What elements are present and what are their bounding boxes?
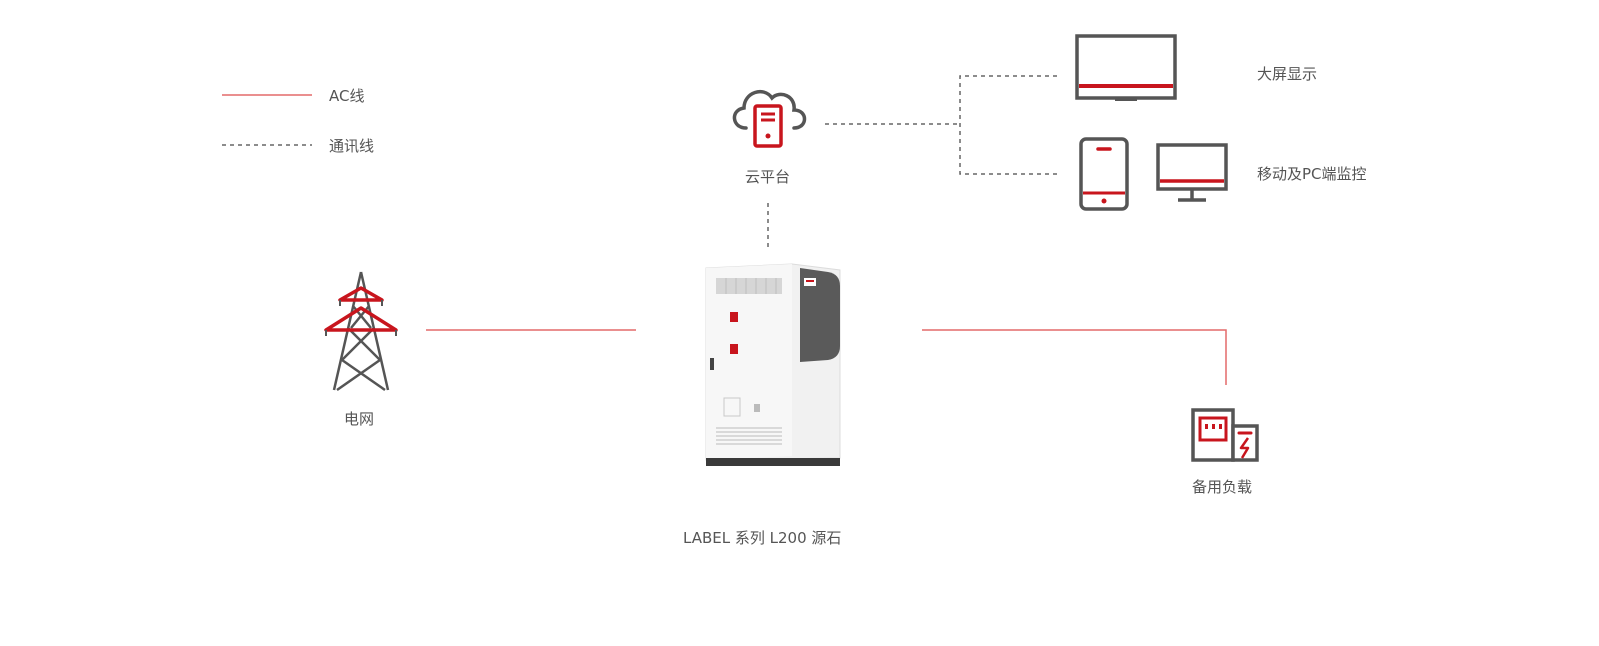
monitor-icon (1156, 143, 1228, 205)
comm-line-branch-vertical (960, 76, 1057, 174)
product-label: LABEL 系列 L200 源石 (683, 527, 841, 548)
cloud-server-icon (724, 80, 814, 150)
power-tower-icon (318, 270, 404, 392)
legend-comm-label: 通讯线 (329, 135, 374, 156)
load-cabinet-icon (1190, 408, 1260, 464)
energy-storage-cabinet (700, 262, 850, 468)
ac-line-load (922, 330, 1226, 385)
large-display-icon (1075, 34, 1177, 102)
legend-ac-label: AC线 (329, 85, 364, 106)
tablet-icon (1078, 137, 1130, 213)
grid-label: 电网 (344, 408, 374, 429)
big-screen-label: 大屏显示 (1257, 63, 1317, 84)
cloud-label: 云平台 (745, 166, 790, 187)
mobile-pc-label: 移动及PC端监控 (1257, 163, 1367, 184)
backup-load-label: 备用负载 (1192, 476, 1252, 497)
